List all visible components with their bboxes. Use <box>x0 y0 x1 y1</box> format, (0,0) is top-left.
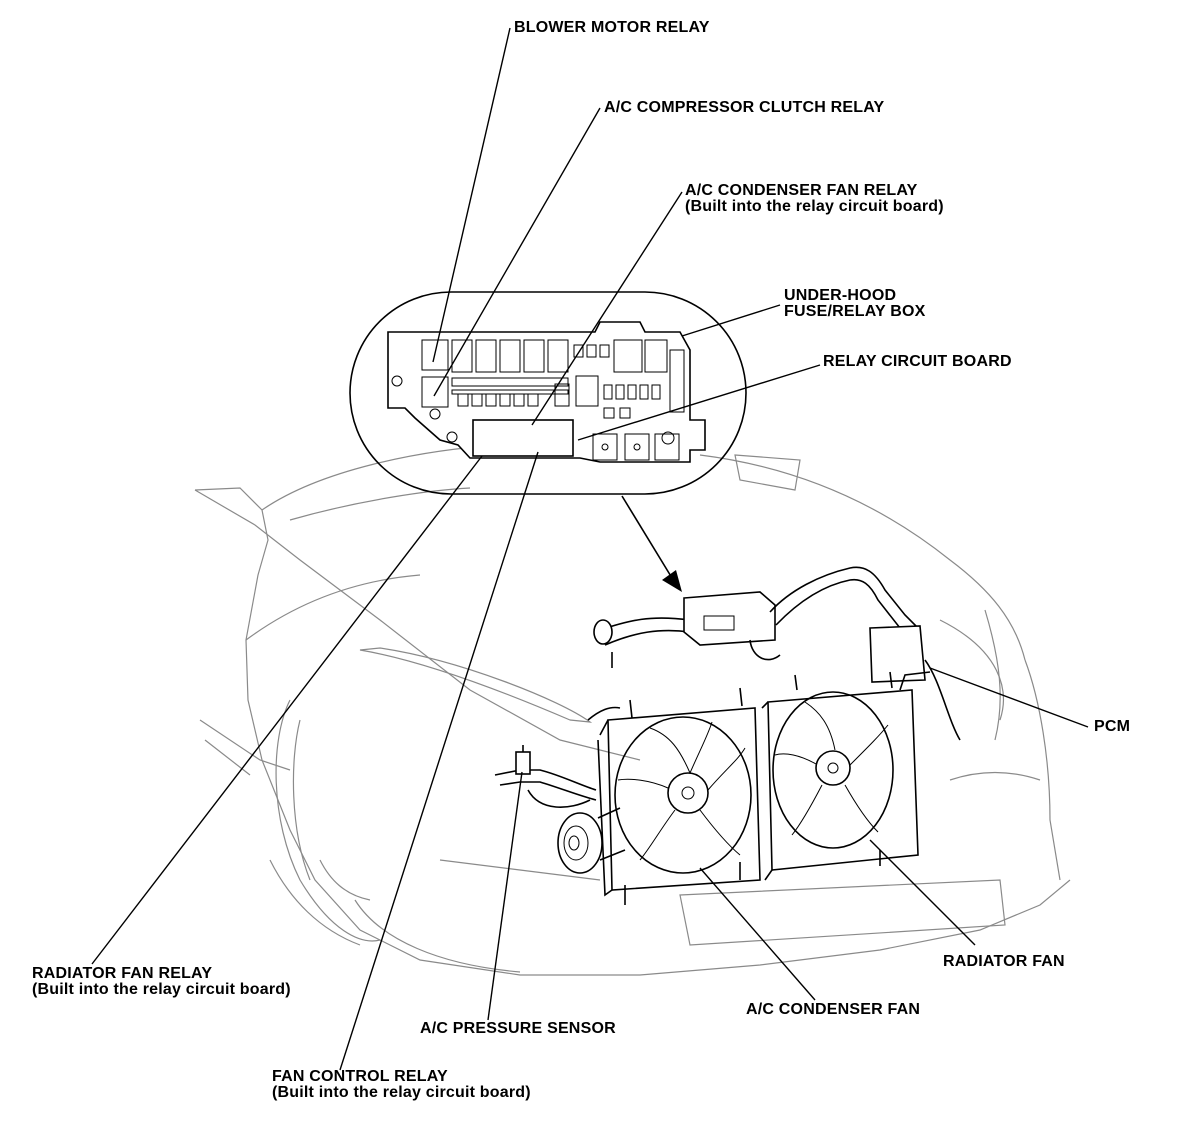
location-arrow <box>621 495 682 592</box>
label-ac-condenser-fan-relay-note: (Built into the relay circuit board) <box>685 198 944 215</box>
leader-relay-circuit-board <box>577 364 821 441</box>
leader-fan-control-relay <box>339 451 539 1071</box>
callout-ellipse <box>349 291 747 495</box>
fuse-relay-box <box>387 321 706 463</box>
pcm-harness <box>593 566 961 741</box>
ac-condenser-fan-drawing <box>614 716 752 874</box>
label-blower-motor-relay: BLOWER MOTOR RELAY <box>514 19 710 36</box>
label-radiator-fan-relay-note: (Built into the relay circuit board) <box>32 981 291 998</box>
label-radiator-fan: RADIATOR FAN <box>943 953 1065 970</box>
leader-radiator-fan <box>869 839 976 946</box>
leader-pcm <box>929 667 1089 728</box>
fan-shroud-assembly <box>587 671 931 905</box>
leader-ac-condenser-fan <box>699 867 816 1001</box>
label-ac-compressor-clutch-relay: A/C COMPRESSOR CLUTCH RELAY <box>604 99 885 116</box>
label-under-hood-fuse-relay-box: UNDER-HOOD FUSE/RELAY BOX <box>784 288 926 320</box>
car-body-outline <box>194 444 1071 976</box>
label-radiator-fan-relay-title: RADIATOR FAN RELAY <box>32 965 213 982</box>
label-ac-condenser-fan: A/C CONDENSER FAN <box>746 1001 921 1018</box>
leader-blower-motor-relay <box>432 27 511 363</box>
label-under-hood-line1: UNDER-HOOD <box>784 287 897 304</box>
label-radiator-fan-relay: RADIATOR FAN RELAY (Built into the relay… <box>32 966 291 998</box>
label-relay-circuit-board: RELAY CIRCUIT BOARD <box>823 353 1012 370</box>
ac-compressor-and-lines <box>494 745 626 874</box>
label-under-hood-line2: FUSE/RELAY BOX <box>784 303 926 320</box>
label-fan-control-relay-title: FAN CONTROL RELAY <box>272 1068 448 1085</box>
leader-lines <box>91 27 1089 1071</box>
radiator-fan-drawing <box>772 691 894 849</box>
label-pcm: PCM <box>1094 718 1131 735</box>
label-ac-pressure-sensor: A/C PRESSURE SENSOR <box>420 1020 616 1037</box>
label-fan-control-relay: FAN CONTROL RELAY (Built into the relay … <box>272 1069 531 1101</box>
leader-radiator-fan-relay <box>91 455 483 965</box>
label-ac-condenser-fan-relay-title: A/C CONDENSER FAN RELAY <box>685 182 918 199</box>
leader-ac-condenser-fan-relay <box>531 191 683 426</box>
label-fan-control-relay-note: (Built into the relay circuit board) <box>272 1084 531 1101</box>
label-ac-condenser-fan-relay: A/C CONDENSER FAN RELAY (Built into the … <box>685 183 944 215</box>
leader-under-hood-fuse-relay-box <box>681 304 781 337</box>
leader-ac-pressure-sensor <box>487 771 523 1021</box>
leader-ac-compressor-clutch-relay <box>433 107 601 397</box>
